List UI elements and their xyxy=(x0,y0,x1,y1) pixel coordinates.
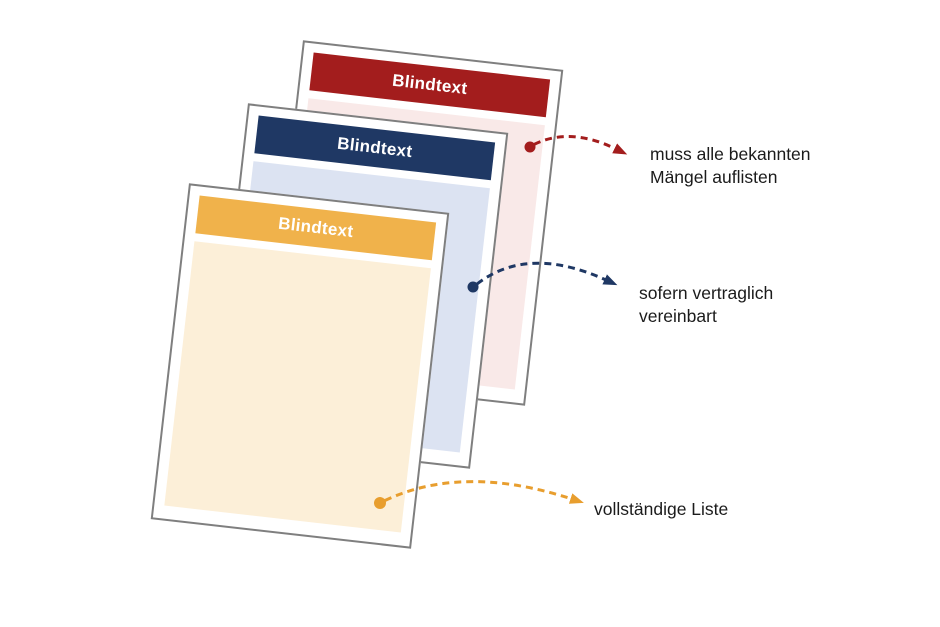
document-card-orange: Blindtext xyxy=(150,183,450,549)
card-title-orange: Blindtext xyxy=(277,213,355,242)
annotation-red-line-1: muss alle bekannten xyxy=(650,144,811,164)
card-title-blue: Blindtext xyxy=(336,133,414,162)
annotation-red-line-2: Mängel auflisten xyxy=(650,167,778,187)
annotation-blue-line-1: sofern vertraglich xyxy=(639,283,774,303)
annotation-orange-label: vollständige Liste xyxy=(594,498,728,521)
annotation-orange-line-1: vollständige Liste xyxy=(594,499,729,519)
card-body-orange xyxy=(164,241,431,533)
annotation-red-label: muss alle bekannten Mängel auflisten xyxy=(650,143,811,189)
annotation-blue-line-2: vereinbart xyxy=(639,306,717,326)
card-title-red: Blindtext xyxy=(391,70,469,99)
annotation-blue-label: sofern vertraglich vereinbart xyxy=(639,282,773,328)
